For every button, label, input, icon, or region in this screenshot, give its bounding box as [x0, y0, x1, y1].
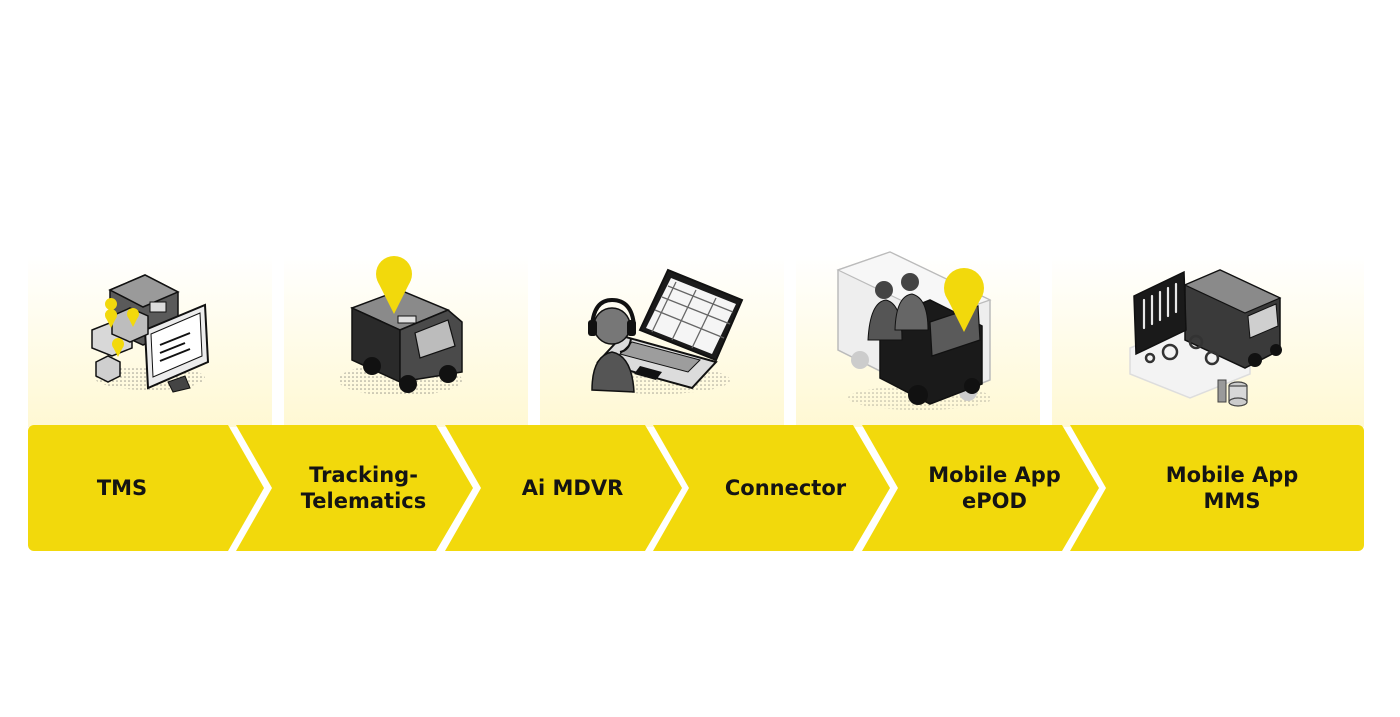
step-label: Telematics	[300, 489, 427, 513]
step-label: Mobile App	[1165, 463, 1299, 487]
process-step-connector: Connector	[653, 425, 890, 551]
process-step-mobile-app-epod: Mobile App ePOD	[862, 425, 1099, 551]
mms-truck-tools-gears-icon	[1129, 269, 1282, 407]
tms-computer-truck-icon	[91, 274, 210, 393]
tracking-van-pin-icon	[338, 256, 463, 396]
process-step-mobile-app-mms: Mobile App MMS	[1070, 425, 1364, 551]
step-label: Connector	[724, 476, 847, 500]
step-label: MMS	[1203, 489, 1261, 513]
step-label: Ai MDVR	[521, 476, 624, 500]
step-label: Mobile App	[928, 463, 1061, 487]
process-step-ai-mdvr: Ai MDVR	[445, 425, 682, 551]
process-step-tms: TMS	[28, 425, 264, 551]
mdvr-laptop-headset-icon	[588, 268, 744, 394]
process-step-tracking-telematics: Tracking- Telematics	[236, 425, 473, 551]
step-label: ePOD	[962, 489, 1027, 513]
epod-truck-driver-pin-icon	[836, 251, 992, 410]
step-label: TMS	[96, 476, 148, 500]
step-label: Tracking-	[309, 463, 418, 487]
